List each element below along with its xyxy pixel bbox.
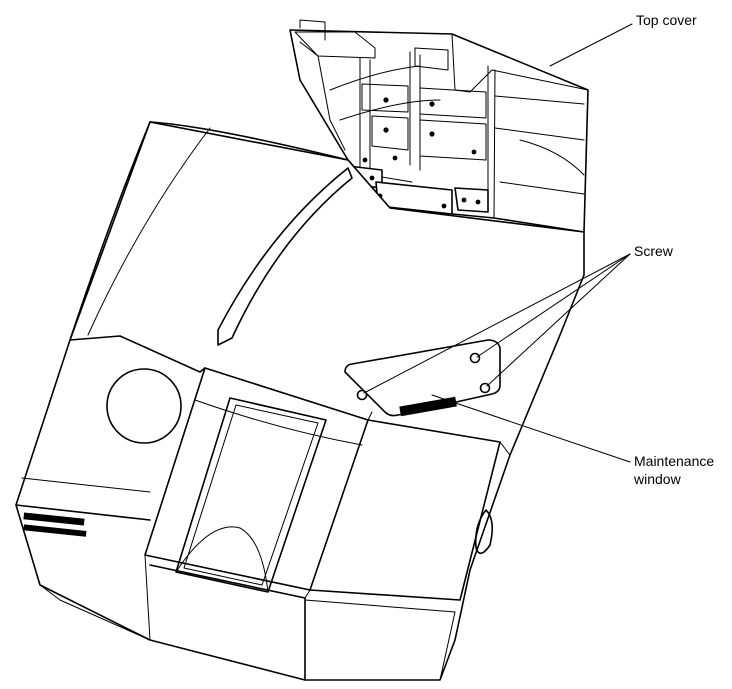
screw-leader [363, 253, 631, 394]
leader-lines [363, 23, 633, 463]
round-window [106, 368, 182, 444]
side-port [474, 509, 494, 555]
screw-leader [486, 253, 631, 387]
top-cover-leader [549, 23, 633, 67]
maintenance-window-leader [431, 394, 631, 463]
screw-icon [469, 352, 481, 364]
screw-label: Screw [634, 243, 673, 259]
instrument-body [15, 121, 585, 681]
maintenance-window-label: Maintenance window [634, 453, 715, 487]
top-cover [289, 19, 589, 233]
maintenance-window [344, 339, 501, 417]
top-cover-label: Top cover [636, 12, 697, 28]
screw-leader [476, 253, 631, 358]
